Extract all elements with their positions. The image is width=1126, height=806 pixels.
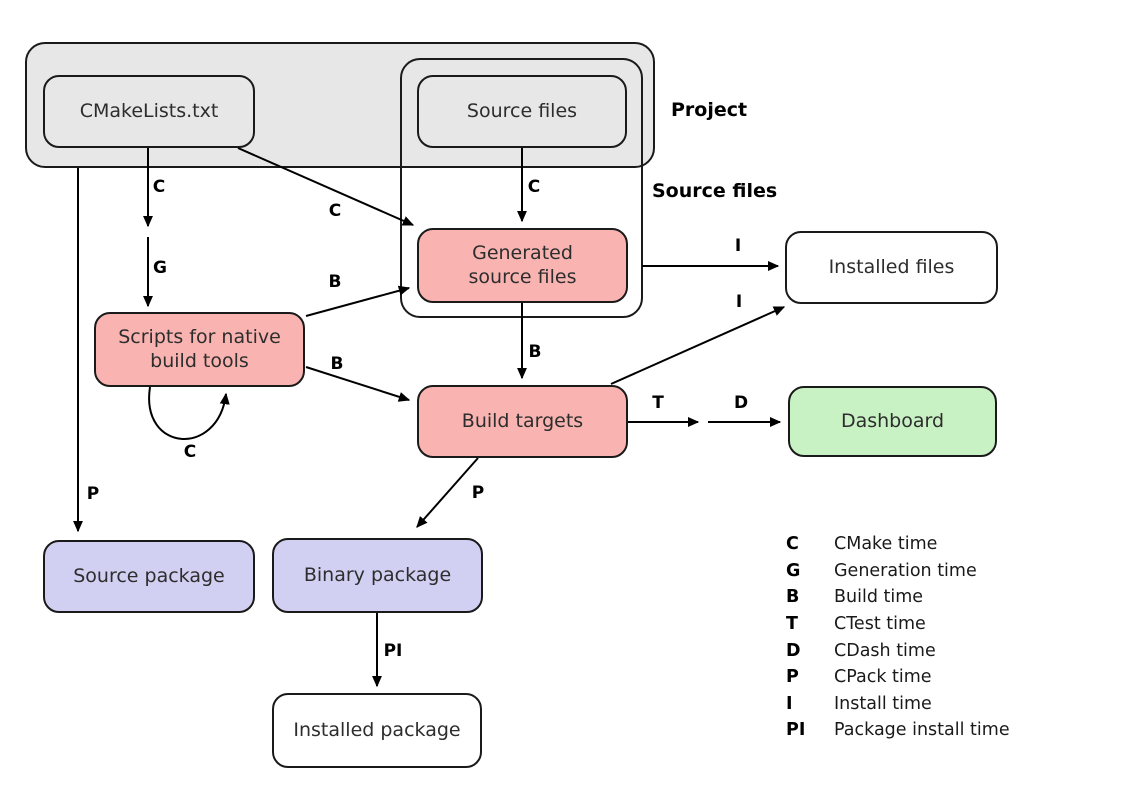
legend-key: T	[786, 614, 798, 635]
node-binary-package: Binary package	[272, 538, 483, 613]
legend-label: CMake time	[834, 534, 938, 555]
legend-row: T CTest time	[786, 611, 1010, 638]
legend-key: P	[786, 667, 799, 688]
node-generated-line2: source files	[468, 265, 577, 288]
node-source-files-label: Source files	[466, 99, 578, 122]
edge-label-cdash-d: D	[733, 393, 749, 413]
node-cmakelists: CMakeLists.txt	[43, 75, 255, 148]
node-binary-package-label: Binary package	[303, 563, 452, 586]
legend-key: PI	[786, 720, 806, 741]
legend: C CMake time G Generation time B Build t…	[786, 531, 1010, 744]
edge-label-build-b3: B	[528, 342, 542, 362]
node-build-targets-label: Build targets	[461, 409, 584, 432]
edge-install-i2	[610, 306, 786, 385]
node-cmakelists-label: CMakeLists.txt	[79, 99, 219, 122]
legend-key: D	[786, 640, 801, 661]
legend-label: CDash time	[834, 640, 936, 661]
legend-label: Package install time	[834, 720, 1010, 741]
legend-label: Install time	[834, 693, 932, 714]
edge-label-cmake-c-loop: C	[183, 442, 197, 462]
node-generated-line1: Generated	[472, 241, 573, 264]
project-group-label: Project	[671, 99, 748, 121]
node-generated-source-files: Generated source files	[417, 228, 628, 303]
edge-cmake-c-loop	[148, 386, 230, 440]
node-installed-files: Installed files	[785, 231, 998, 304]
legend-label: Generation time	[834, 560, 977, 581]
edge-label-cmake-c1: C	[152, 177, 166, 197]
node-source-package-label: Source package	[73, 564, 225, 587]
legend-label: Build time	[834, 587, 924, 608]
legend-row: PI Package install time	[786, 717, 1010, 744]
edge-label-build-b2: B	[330, 354, 344, 374]
legend-row: B Build time	[786, 584, 1010, 611]
node-scripts-line2: build tools	[150, 349, 249, 372]
edge-build-b2	[305, 366, 411, 402]
legend-label: CPack time	[834, 667, 932, 688]
legend-row: P CPack time	[786, 664, 1010, 691]
legend-row: G Generation time	[786, 558, 1010, 585]
source-files-group-label: Source files	[652, 180, 778, 202]
node-build-targets: Build targets	[417, 385, 628, 458]
node-source-package: Source package	[43, 540, 255, 613]
edge-label-install-i2: I	[735, 292, 743, 312]
legend-row: D CDash time	[786, 637, 1010, 664]
node-scripts-line1: Scripts for native	[118, 325, 281, 348]
edge-label-package-install-pi: PI	[383, 641, 403, 661]
edge-label-install-i1: I	[734, 236, 742, 256]
node-dashboard-label: Dashboard	[840, 409, 945, 432]
edge-label-cpack-p-diag: P	[471, 483, 485, 503]
node-dashboard: Dashboard	[788, 386, 997, 457]
node-installed-files-label: Installed files	[828, 255, 955, 278]
edge-cpack-p-diag	[416, 457, 479, 528]
legend-label: CTest time	[834, 614, 926, 635]
edge-label-cmake-c-diagonal: C	[328, 201, 342, 221]
node-source-files: Source files	[417, 75, 627, 148]
edge-label-cpack-p-left: P	[86, 484, 100, 504]
node-installed-package: Installed package	[272, 693, 482, 768]
edge-label-build-b1: B	[328, 272, 342, 292]
legend-key: C	[786, 534, 799, 555]
legend-row: C CMake time	[786, 531, 1010, 558]
legend-key: B	[786, 587, 800, 608]
legend-key: G	[786, 560, 801, 581]
edge-build-b1	[305, 285, 411, 317]
node-scripts-native-build-tools: Scripts for native build tools	[94, 312, 305, 387]
legend-key: I	[786, 693, 793, 714]
node-installed-package-label: Installed package	[293, 718, 461, 741]
edge-label-generation-g: G	[153, 258, 167, 278]
edge-label-ctest-t: T	[652, 393, 664, 413]
edge-label-cmake-c2: C	[527, 177, 541, 197]
legend-row: I Install time	[786, 691, 1010, 718]
